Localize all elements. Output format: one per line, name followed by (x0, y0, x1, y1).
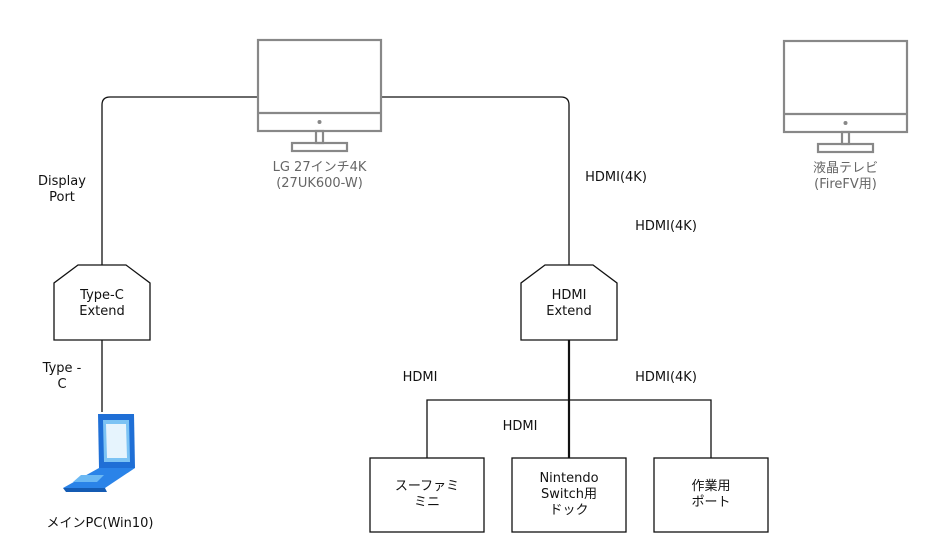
lg-monitor-label-line2: (27UK600-W) (276, 176, 363, 191)
typec-extend-hub (53, 264, 151, 341)
edge-label-hdmi4k-top: HDMI(4K) (585, 170, 647, 185)
lg-monitor-label-line1: LG 27インチ4K (272, 160, 367, 175)
work-port-box (653, 457, 769, 533)
tv-monitor-label-line1: 液晶テレビ (812, 161, 878, 176)
edge-label-displayport-line2: Port (49, 190, 75, 205)
edge-hdmi-branch (426, 399, 712, 458)
edge-hdmi-4k-monitor (381, 96, 570, 265)
sfc-mini-line1: スーファミ (394, 479, 460, 494)
lg-monitor-icon (256, 38, 383, 153)
sfc-mini-label: スーファミ ミニ (370, 458, 484, 532)
edge-label-typec-line2: C (57, 377, 67, 392)
hdmi-extend-line2: Extend (546, 304, 592, 319)
edge-label-hdmi4k-right: HDMI(4K) (635, 370, 697, 385)
tv-monitor-label-line2: (FireFV用) (814, 177, 877, 192)
typec-extend-line1: Type-C (80, 288, 124, 303)
switch-dock-line1: Nintendo (539, 471, 599, 486)
pc-label: メインPC(Win10) (46, 516, 154, 531)
edge-label-typec-line1: Type - (42, 361, 82, 376)
edge-label-displayport-line1: Display (38, 174, 86, 189)
switch-dock-line2: Switch用 (541, 487, 597, 502)
typec-extend-label: Type-C Extend (54, 283, 150, 325)
edge-displayport (101, 96, 258, 265)
work-port-line2: ポート (691, 495, 731, 510)
hdmi-extend-label: HDMI Extend (521, 283, 617, 325)
switch-dock-line3: ドック (549, 503, 589, 518)
edge-label-hdmi-center: HDMI (502, 419, 538, 434)
work-port-label: 作業用 ポート (654, 458, 768, 532)
edge-label-hdmi-left: HDMI (402, 370, 438, 385)
laptop-icon (63, 414, 135, 492)
typec-extend-line2: Extend (79, 304, 125, 319)
edge-label-hdmi4k-floating: HDMI(4K) (635, 219, 697, 234)
lg-monitor-label: LG 27インチ4K (27UK600-W) (258, 160, 381, 192)
switch-dock-label: Nintendo Switch用 ドック (512, 458, 626, 532)
tv-monitor-label: 液晶テレビ (FireFV用) (784, 161, 907, 193)
edge-label-displayport: Display Port (30, 174, 94, 206)
tv-monitor-icon (782, 39, 909, 154)
switch-dock-box (511, 457, 627, 533)
edge-label-typec: Type - C (34, 361, 90, 393)
work-port-line1: 作業用 (691, 479, 731, 494)
sfc-mini-box (369, 457, 485, 533)
sfc-mini-line2: ミニ (413, 495, 440, 510)
hdmi-extend-hub (520, 264, 618, 341)
hdmi-extend-line1: HDMI (551, 288, 587, 303)
